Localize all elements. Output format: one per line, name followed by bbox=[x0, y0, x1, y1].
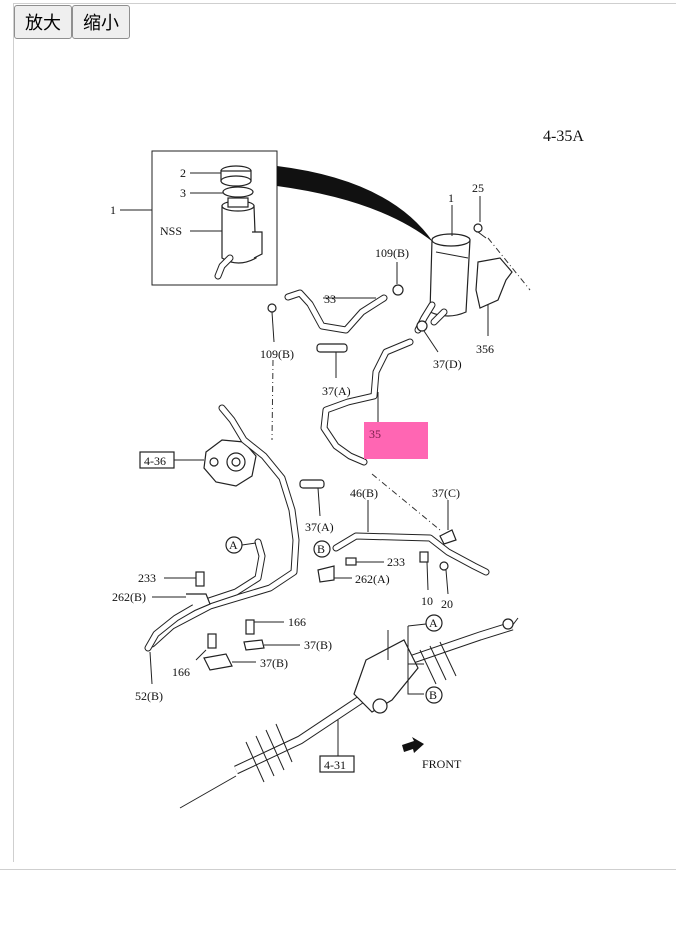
clamp-37d bbox=[416, 320, 428, 332]
bracket-356 bbox=[475, 257, 513, 309]
reservoir-part bbox=[221, 205, 257, 264]
label-b-gear: B bbox=[429, 688, 437, 702]
label-233-left: 233 bbox=[138, 571, 156, 585]
gear-boot-left bbox=[245, 723, 293, 783]
label-35: 35 bbox=[369, 427, 381, 441]
inset-box bbox=[151, 150, 278, 286]
zoom-in-button[interactable]: 放大 bbox=[14, 5, 72, 39]
label-52b: 52(B) bbox=[135, 689, 163, 703]
clamp-37b-left bbox=[203, 653, 233, 671]
clamp-37b-right bbox=[243, 639, 265, 651]
bolt-166-left bbox=[207, 633, 217, 649]
clamp-37c bbox=[439, 529, 457, 545]
label-109b-top: 109(B) bbox=[375, 246, 409, 260]
inset-label-nss: NSS bbox=[160, 224, 182, 238]
marker-b-mid bbox=[313, 540, 331, 558]
callout-wedge bbox=[277, 166, 433, 242]
front-arrow-icon bbox=[402, 737, 424, 753]
label-25: 25 bbox=[472, 181, 484, 195]
inset-label-1: 1 bbox=[110, 203, 116, 217]
front-label: FRONT bbox=[422, 757, 462, 771]
label-10: 10 bbox=[421, 594, 433, 608]
bracket-262a bbox=[317, 565, 335, 583]
content-frame bbox=[13, 3, 676, 862]
union-20 bbox=[439, 561, 449, 571]
label-109b-left: 109(B) bbox=[260, 347, 294, 361]
label-37a-top: 37(A) bbox=[322, 384, 351, 398]
label-b-mid: B bbox=[317, 542, 325, 556]
main-reservoir bbox=[429, 239, 471, 317]
label-37c: 37(C) bbox=[432, 486, 460, 500]
inset-label-3: 3 bbox=[180, 186, 186, 200]
bracket-262b bbox=[186, 593, 211, 611]
clamp-37a-top bbox=[316, 343, 348, 353]
clamp-109b-left bbox=[267, 303, 277, 313]
label-262a: 262(A) bbox=[355, 572, 390, 586]
highlight-box bbox=[364, 422, 428, 459]
label-a-left: A bbox=[229, 538, 238, 552]
ref-4-36: 4-36 bbox=[144, 454, 166, 468]
bolt-10 bbox=[419, 551, 429, 563]
seal-part bbox=[222, 186, 254, 198]
label-20: 20 bbox=[441, 597, 453, 611]
bottom-divider bbox=[0, 869, 676, 870]
bolt-233-left bbox=[195, 571, 205, 587]
label-37a-mid: 37(A) bbox=[305, 520, 334, 534]
label-37d: 37(D) bbox=[433, 357, 462, 371]
label-33: 33 bbox=[324, 292, 336, 306]
bolt-25 bbox=[473, 223, 483, 233]
marker-a-gear bbox=[425, 614, 443, 632]
label-46b: 46(B) bbox=[350, 486, 378, 500]
label-37b-b: 37(B) bbox=[260, 656, 288, 670]
label-356: 356 bbox=[476, 342, 494, 356]
clamp-37a-mid bbox=[299, 479, 325, 489]
ref-4-31: 4-31 bbox=[324, 758, 346, 772]
inset-label-2: 2 bbox=[180, 166, 186, 180]
bolt-166-right bbox=[245, 619, 255, 635]
pipe-46b bbox=[332, 532, 490, 576]
zoom-out-button[interactable]: 缩小 bbox=[72, 5, 130, 39]
sheet-number: 4-35A bbox=[543, 128, 584, 145]
label-37b-a: 37(B) bbox=[304, 638, 332, 652]
label-233-mid: 233 bbox=[387, 555, 405, 569]
zoom-toolbar: 放大 缩小 bbox=[14, 5, 130, 39]
clamp-109b-top bbox=[392, 284, 404, 296]
label-1: 1 bbox=[448, 191, 454, 205]
label-a-gear: A bbox=[429, 616, 438, 630]
marker-b-gear bbox=[425, 686, 443, 704]
label-262b: 262(B) bbox=[112, 590, 146, 604]
label-166-a: 166 bbox=[288, 615, 306, 629]
label-166-b: 166 bbox=[172, 665, 190, 679]
bolt-233-mid bbox=[345, 557, 357, 566]
gear-housing bbox=[353, 639, 419, 713]
gear-boot-right bbox=[419, 641, 457, 685]
ref-box-4-31 bbox=[319, 755, 355, 773]
